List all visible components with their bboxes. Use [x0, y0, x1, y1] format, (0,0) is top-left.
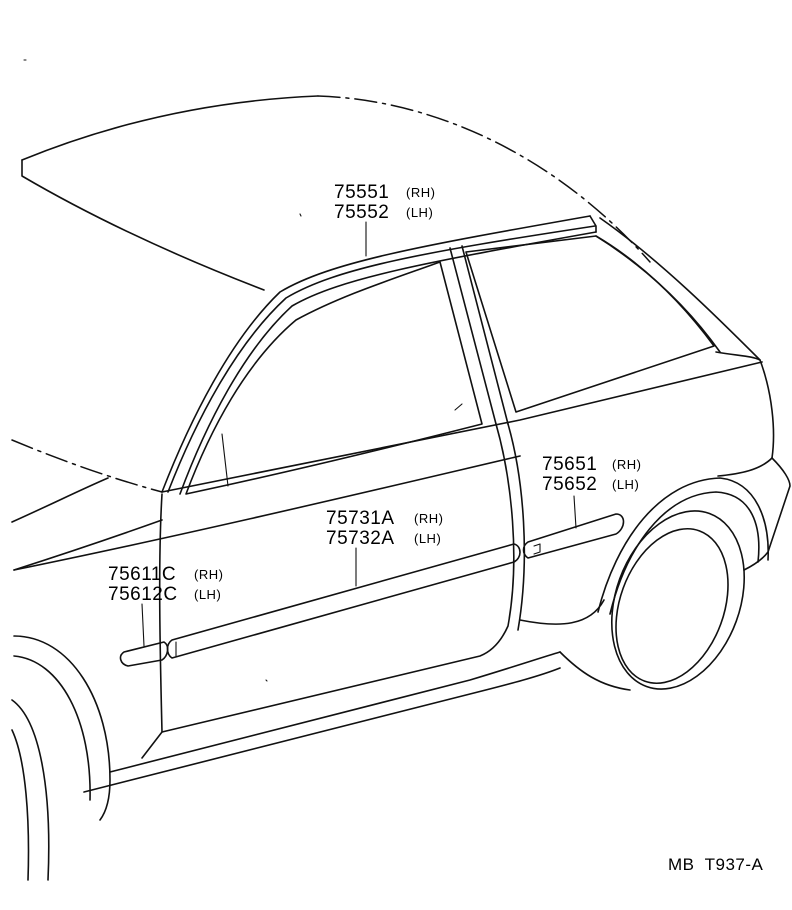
label-fender-molding: 75611C (RH) 75612C (LH) — [108, 564, 223, 605]
rear-wheel — [559, 477, 769, 691]
rocker-panel — [83, 599, 605, 793]
fender-molding-strip — [119, 641, 169, 667]
part-number-lh: 75732A — [326, 528, 395, 549]
part-number-rh: 75651 — [542, 454, 597, 475]
side-lh: (LH) — [194, 587, 221, 602]
roof-outline — [21, 95, 651, 291]
rear-body — [599, 217, 791, 571]
side-lh: (LH) — [406, 205, 433, 220]
figure-code: MB T937-A — [668, 855, 764, 874]
door-molding-strip — [166, 543, 521, 659]
stray-marks — [23, 59, 302, 682]
label-quarter-molding: 75651 (RH) 75652 (LH) — [542, 454, 641, 495]
windshield-molding — [161, 215, 597, 495]
label-windshield-molding: 75551 (RH) 75552 (LH) — [334, 182, 435, 223]
part-number-lh: 75612C — [108, 584, 178, 605]
front-door — [141, 423, 526, 759]
b-pillar — [449, 245, 509, 425]
side-rh: (RH) — [406, 185, 435, 200]
part-number-rh: 75611C — [108, 564, 176, 585]
side-rh: (RH) — [194, 567, 223, 582]
label-door-molding: 75731A (RH) 75732A (LH) — [326, 508, 443, 549]
part-number-lh: 75552 — [334, 202, 389, 223]
side-lh: (LH) — [414, 531, 441, 546]
quarter-molding-strip — [522, 513, 625, 559]
side-rh: (RH) — [414, 511, 443, 526]
rear-quarter-window — [465, 235, 721, 413]
part-number-rh: 75551 — [334, 182, 389, 203]
front-door-window — [185, 261, 483, 495]
leader-lines — [141, 221, 577, 647]
side-rh: (RH) — [612, 457, 641, 472]
body-belt-lines — [13, 361, 763, 571]
front-wheel — [11, 635, 111, 881]
part-number-lh: 75652 — [542, 474, 597, 495]
part-number-rh: 75731A — [326, 508, 395, 529]
moldings — [119, 513, 625, 667]
hood-outline — [11, 439, 163, 571]
side-lh: (LH) — [612, 477, 639, 492]
